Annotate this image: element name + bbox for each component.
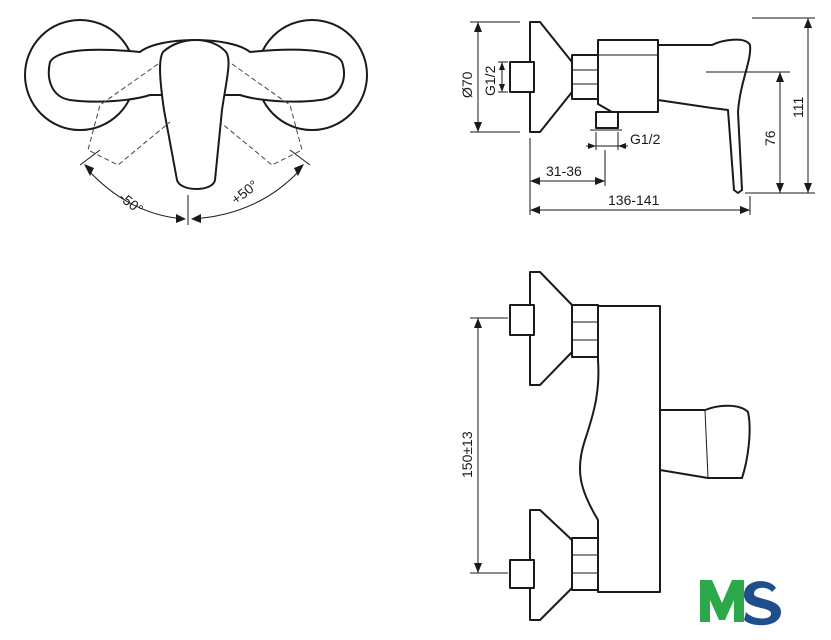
center-distance-label: 150±13 bbox=[459, 431, 475, 478]
outlet-height-label: 76 bbox=[762, 130, 778, 146]
rotation-left-label: -50° bbox=[116, 189, 146, 218]
total-depth-label: 136-141 bbox=[608, 192, 660, 208]
logo-letter-m bbox=[700, 580, 744, 622]
logo-letter-s bbox=[743, 581, 781, 626]
front-view: -50° +50° bbox=[24, 19, 368, 225]
top-view: 150±13 bbox=[459, 271, 751, 621]
ms-logo bbox=[700, 580, 781, 626]
wall-offset-label: 31-36 bbox=[546, 163, 582, 179]
total-height-label: 111 bbox=[790, 97, 806, 118]
inlet-thread-label: G1/2 bbox=[482, 65, 498, 96]
side-view: Ø70 G1/2 G1/2 31-36 136-141 76 bbox=[459, 17, 815, 215]
diameter-label: Ø70 bbox=[459, 71, 475, 98]
outlet-thread-label: G1/2 bbox=[630, 131, 661, 147]
